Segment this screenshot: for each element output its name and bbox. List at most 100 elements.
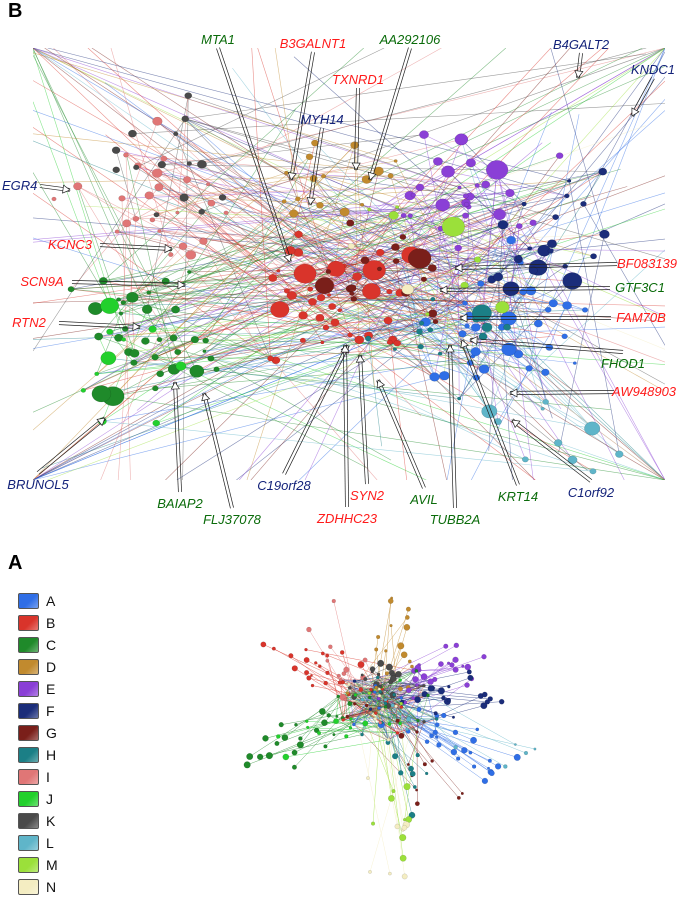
network-edge xyxy=(135,139,462,220)
network-node xyxy=(407,248,432,269)
network-node xyxy=(347,284,357,292)
network-edge xyxy=(175,133,271,359)
network-node xyxy=(481,322,493,333)
legend-swatch-c xyxy=(18,637,39,653)
network-node xyxy=(112,166,120,174)
network-edge xyxy=(359,327,476,341)
network-edge xyxy=(33,48,287,174)
network-edge xyxy=(47,48,570,182)
network-edge xyxy=(325,291,524,328)
network-edge xyxy=(133,342,323,363)
legend-label-d: D xyxy=(46,659,57,675)
network-edge xyxy=(354,681,356,696)
network-node xyxy=(364,703,369,708)
network-node xyxy=(346,219,355,227)
gene-label: TXNRD1 xyxy=(332,72,384,87)
network-node xyxy=(430,759,434,763)
network-node xyxy=(265,752,273,760)
network-node xyxy=(80,388,86,393)
network-edge xyxy=(71,288,336,323)
legend-item-h: H xyxy=(16,746,76,764)
legend-item-f: F xyxy=(16,702,76,720)
network-node xyxy=(157,229,162,233)
network-edge xyxy=(145,108,297,342)
network-edge xyxy=(347,692,395,695)
network-node xyxy=(311,139,319,147)
network-node xyxy=(391,789,396,794)
network-edge xyxy=(349,687,391,874)
label-arrow-line xyxy=(176,381,182,492)
network-edge xyxy=(156,306,503,424)
gene-label: MTA1 xyxy=(201,32,235,47)
network-node xyxy=(347,332,353,338)
label-arrow-head xyxy=(170,381,180,390)
network-node xyxy=(472,764,477,769)
network-node xyxy=(475,727,480,732)
network-node xyxy=(395,205,400,209)
network-node xyxy=(383,704,388,709)
network-edge xyxy=(33,217,519,258)
network-node xyxy=(466,669,472,675)
network-node xyxy=(374,647,379,652)
network-node xyxy=(325,670,330,676)
network-node xyxy=(398,770,404,776)
network-edge xyxy=(417,720,465,751)
network-node xyxy=(352,679,357,683)
label-arrow-line xyxy=(354,87,357,170)
network-node xyxy=(339,207,350,217)
network-node xyxy=(336,673,341,678)
network-node xyxy=(419,130,429,139)
network-edge xyxy=(314,142,593,429)
network-node xyxy=(487,766,491,770)
network-node xyxy=(567,178,572,183)
network-node xyxy=(345,691,350,695)
network-edge xyxy=(33,118,186,352)
network-node xyxy=(325,653,330,658)
label-arrow-line xyxy=(510,420,591,483)
network-node xyxy=(299,337,306,344)
network-node xyxy=(376,248,385,257)
network-node xyxy=(368,707,373,711)
network-node xyxy=(316,293,326,302)
label-arrow-head xyxy=(201,392,211,402)
legend-item-g: G xyxy=(16,724,76,742)
network-edge xyxy=(293,213,543,410)
network-node xyxy=(260,641,267,648)
network-edge xyxy=(33,48,460,188)
network-node xyxy=(246,753,254,760)
network-node xyxy=(320,340,325,345)
network-edge xyxy=(33,292,406,304)
network-node xyxy=(449,662,455,668)
network-node xyxy=(567,455,578,465)
label-arrow-line xyxy=(469,341,623,354)
network-edge xyxy=(322,222,534,343)
network-node xyxy=(389,675,397,682)
network-node xyxy=(310,674,313,677)
network-edge xyxy=(382,709,460,798)
network-node xyxy=(100,351,117,366)
legend-item-k: K xyxy=(16,812,76,830)
legend-swatch-m xyxy=(18,857,39,873)
network-edge xyxy=(499,214,534,480)
label-arrow-line xyxy=(99,246,172,251)
network-edge xyxy=(397,718,437,734)
network-node xyxy=(378,689,382,694)
network-edge xyxy=(159,230,545,251)
network-edge xyxy=(33,101,110,306)
label-arrow-line xyxy=(460,340,517,486)
network-node xyxy=(540,406,545,411)
network-node xyxy=(121,337,127,342)
network-node xyxy=(129,349,140,358)
network-node xyxy=(523,751,529,756)
label-arrow-line xyxy=(470,338,624,351)
network-node xyxy=(503,323,511,331)
network-edge xyxy=(96,313,122,374)
network-node xyxy=(488,770,495,777)
network-edge xyxy=(219,177,390,292)
network-node xyxy=(432,729,438,736)
network-node xyxy=(399,834,407,842)
network-edge xyxy=(348,684,372,690)
legend-label-g: G xyxy=(46,725,57,741)
network-node xyxy=(416,328,423,335)
panel-letter-a: A xyxy=(8,552,23,574)
